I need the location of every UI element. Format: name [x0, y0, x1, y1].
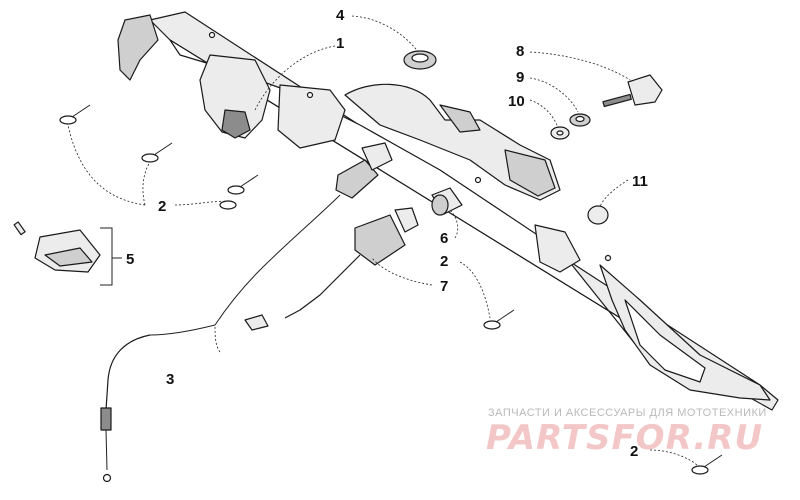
callout-2-right: 2 [440, 253, 448, 270]
watermark: ЗАПЧАСТИ И АКСЕССУАРЫ ДЛЯ МОТОТЕХНИКИ PA… [486, 407, 767, 458]
callout-9: 9 [516, 69, 524, 86]
key-washer-part [550, 126, 570, 140]
ignition-switch-part [244, 207, 419, 331]
callout-5: 5 [126, 251, 134, 268]
callout-1: 1 [336, 35, 344, 52]
mount-bracket-part [13, 221, 122, 286]
grommet-part [403, 50, 437, 70]
callout-6: 6 [440, 230, 448, 247]
callout-4: 4 [336, 7, 345, 24]
callout-2-bottom: 2 [630, 443, 638, 460]
key-nut-part [569, 113, 591, 127]
screw-part [59, 104, 723, 475]
bushing-part [431, 187, 463, 216]
watermark-logo: PARTSFOR.RU [486, 418, 763, 458]
callout-8: 8 [516, 43, 524, 60]
throttle-cable-part [100, 142, 393, 483]
leader-lines [67, 15, 699, 467]
callout-2-left: 2 [158, 198, 166, 215]
handlebar-console-part [117, 11, 779, 411]
callout-3: 3 [166, 371, 174, 388]
callout-10: 10 [508, 93, 525, 110]
callout-labels: 1 4 8 9 10 11 6 2 7 5 2 3 2 [126, 7, 648, 460]
hole-plug-part [587, 205, 609, 225]
watermark-tagline: ЗАПЧАСТИ И АКСЕССУАРЫ ДЛЯ МОТОТЕХНИКИ [488, 407, 767, 419]
ignition-key-part [602, 74, 663, 108]
callout-7: 7 [440, 278, 448, 295]
callout-11: 11 [632, 173, 648, 190]
